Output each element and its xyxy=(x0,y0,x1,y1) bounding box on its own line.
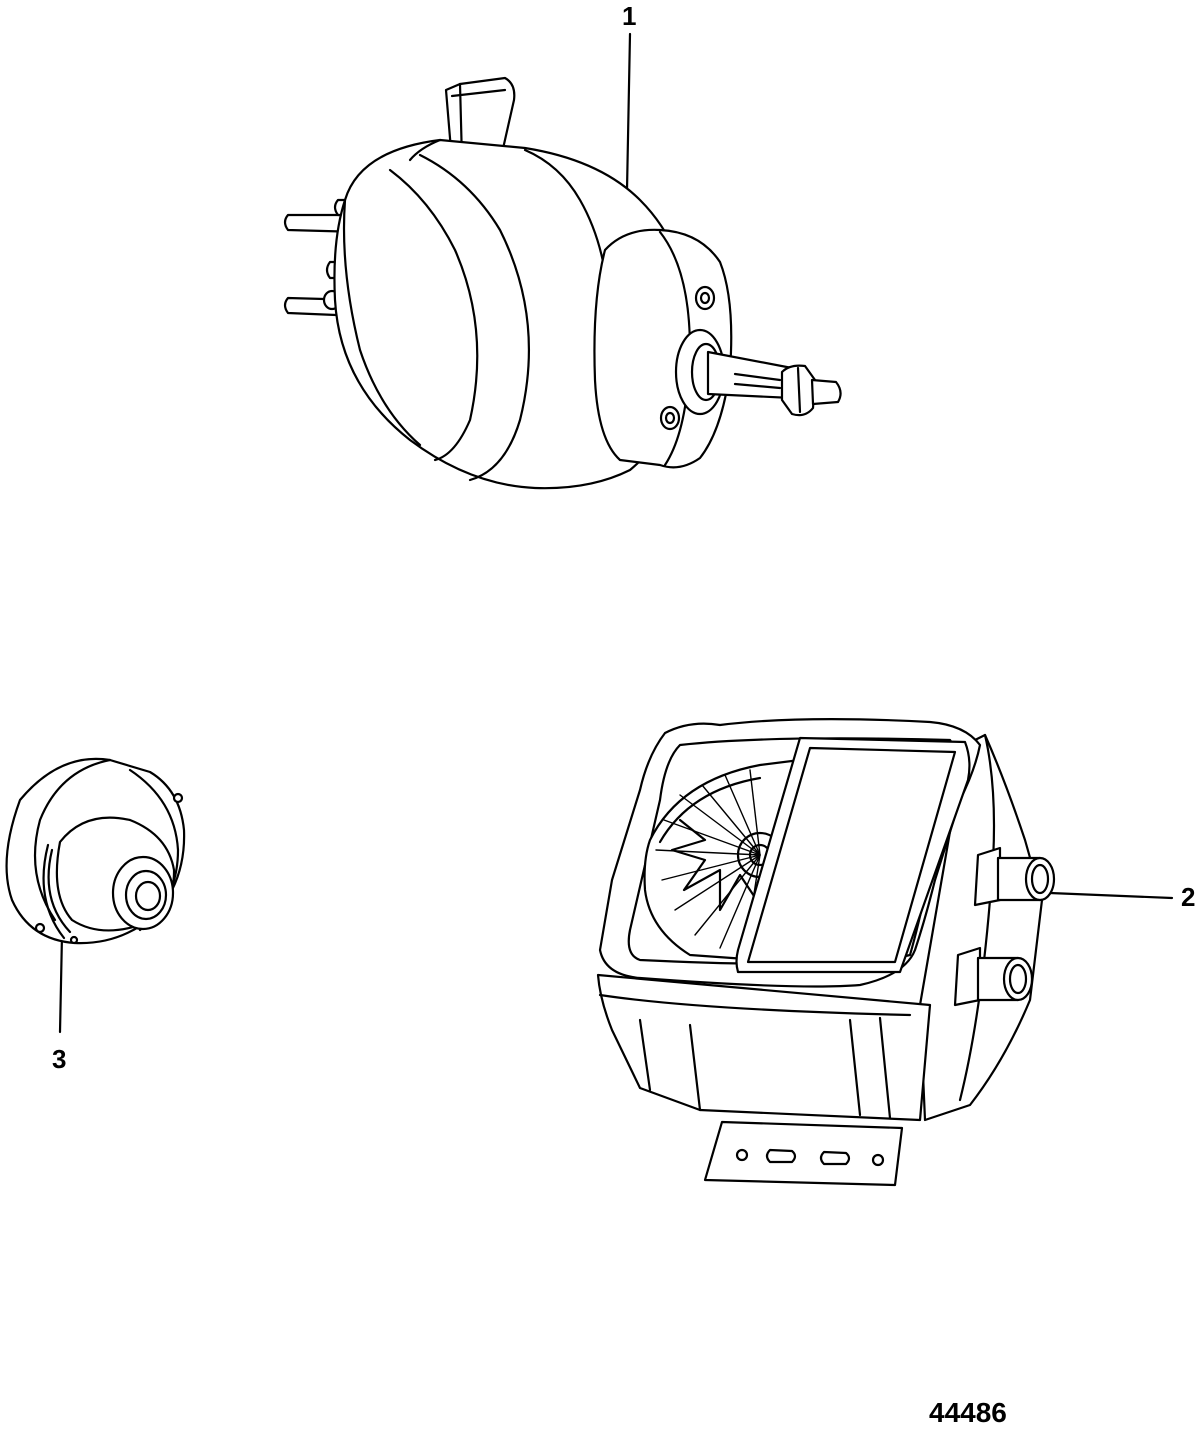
callout-label-1: 1 xyxy=(622,1,637,31)
callout-label-3: 3 xyxy=(52,1044,67,1074)
callout-label-2: 2 xyxy=(1181,882,1196,912)
part-1-shaft xyxy=(674,328,842,417)
leader-line-1 xyxy=(625,32,632,192)
leader-line-3 xyxy=(58,933,64,1034)
part-2-bracket xyxy=(703,1120,904,1187)
part-2-connectors xyxy=(953,846,1056,1007)
figure-id-label: 44486 xyxy=(929,1397,1007,1428)
part-1-rear-ring xyxy=(408,138,442,162)
part-2-front-face xyxy=(596,973,932,1122)
leader-line-2 xyxy=(1048,891,1174,900)
part-2-display-window xyxy=(735,736,971,974)
part-3-drawing xyxy=(5,757,186,1034)
part-1-drawing xyxy=(283,32,842,490)
part-2-drawing xyxy=(596,718,1174,1187)
